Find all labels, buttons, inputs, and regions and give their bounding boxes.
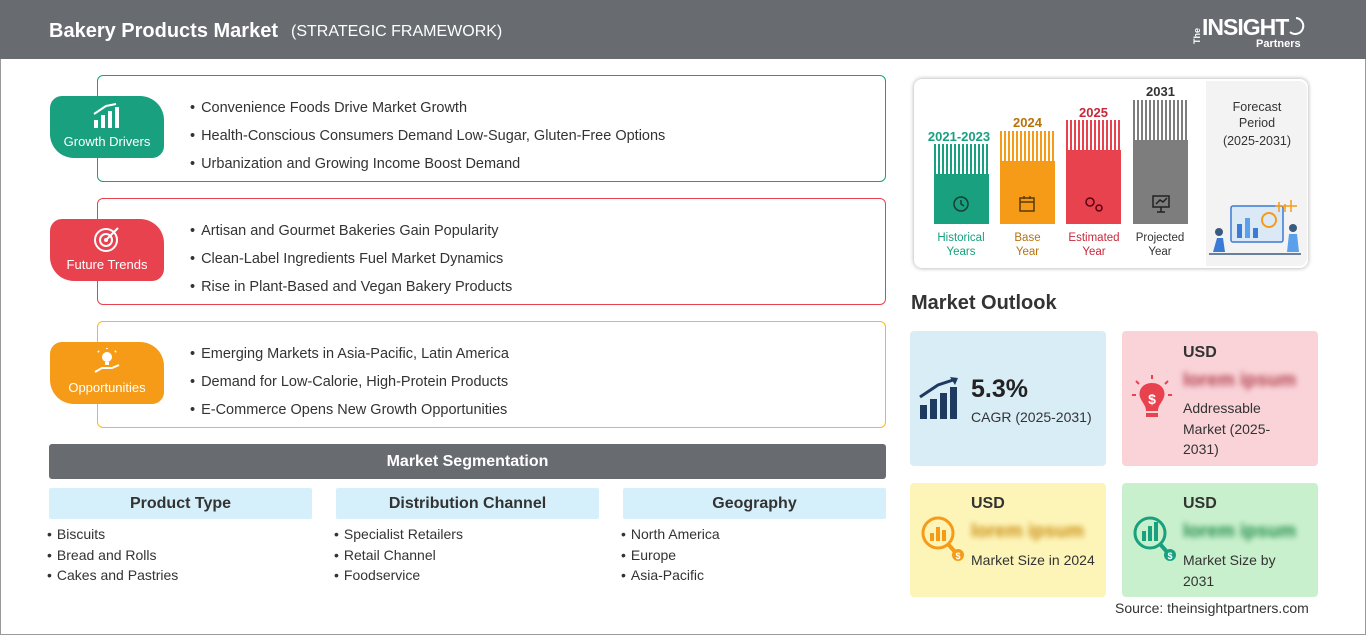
logo-partners: Partners bbox=[1256, 38, 1301, 50]
page-title: Bakery Products Market bbox=[49, 20, 278, 42]
growth-drivers-card: Convenience Foods Drive Market Growth He… bbox=[97, 75, 886, 182]
size-2024-value-blurred: lorem ipsum bbox=[971, 521, 1084, 542]
segment-heading-product-type: Product Type bbox=[49, 488, 312, 519]
cagr-box: 5.3% CAGR (2025-2031) bbox=[910, 331, 1106, 466]
list-item: North America bbox=[621, 524, 720, 545]
list-item: Rise in Plant-Based and Vegan Bakery Pro… bbox=[190, 273, 512, 301]
market-size-2024-box: $ USD lorem ipsum Market Size in 2024 bbox=[910, 483, 1106, 597]
market-size-2031-box: $ USD lorem ipsum Market Size by 2031 bbox=[1122, 483, 1318, 597]
svg-text:$: $ bbox=[1148, 391, 1156, 407]
list-item: Cakes and Pastries bbox=[47, 565, 178, 586]
list-item: Convenience Foods Drive Market Growth bbox=[190, 94, 665, 122]
cagr-growth-icon bbox=[919, 377, 958, 419]
lightbulb-dollar-icon: $ bbox=[1132, 375, 1172, 417]
list-item: Health-Conscious Consumers Demand Low-Su… bbox=[190, 122, 665, 150]
size-2031-value-blurred: lorem ipsum bbox=[1183, 521, 1296, 542]
growth-drivers-list: Convenience Foods Drive Market Growth He… bbox=[190, 94, 665, 178]
list-item: Retail Channel bbox=[334, 545, 463, 566]
size-2031-currency: USD bbox=[1183, 495, 1217, 512]
future-trends-card: Artisan and Gourmet Bakeries Gain Popula… bbox=[97, 198, 886, 305]
market-outlook-title: Market Outlook bbox=[911, 292, 1057, 314]
list-item: Urbanization and Growing Income Boost De… bbox=[190, 150, 665, 178]
growth-drivers-badge: Growth Drivers bbox=[50, 96, 164, 158]
addressable-value-blurred: lorem ipsum bbox=[1183, 370, 1296, 391]
addressable-currency: USD bbox=[1183, 344, 1217, 361]
calendar-icon bbox=[1019, 196, 1035, 212]
page-subtitle: (STRATEGIC FRAMEWORK) bbox=[291, 23, 503, 40]
forecast-line-2: Period bbox=[1238, 116, 1276, 130]
list-item: Foodservice bbox=[334, 565, 463, 586]
future-trends-label: Future Trends bbox=[66, 257, 148, 272]
future-trends-list: Artisan and Gourmet Bakeries Gain Popula… bbox=[190, 217, 512, 301]
product-type-list: Biscuits Bread and Rolls Cakes and Pastr… bbox=[47, 524, 178, 586]
list-item: Bread and Rolls bbox=[47, 545, 178, 566]
list-item: Asia-Pacific bbox=[621, 565, 720, 586]
estimated-year-bar bbox=[1066, 120, 1121, 224]
addressable-label: Addressable Market (2025-2031) bbox=[1183, 400, 1271, 457]
forecast-line-3: (2025-2031) bbox=[1222, 134, 1292, 148]
list-item: Artisan and Gourmet Bakeries Gain Popula… bbox=[190, 217, 512, 245]
size-2031-label: Market Size by 2031 bbox=[1183, 552, 1276, 589]
svg-text:$: $ bbox=[955, 551, 960, 561]
year-label-base: 2024 bbox=[1013, 115, 1042, 130]
projection-board-icon bbox=[1152, 195, 1170, 213]
opportunities-badge: Opportunities bbox=[50, 342, 164, 404]
base-year-bar bbox=[1000, 131, 1055, 224]
magnifier-chart-icon: $ bbox=[921, 516, 964, 561]
addressable-market-box: $ USD lorem ipsum Addressable Market (20… bbox=[1122, 331, 1318, 466]
list-item: E-Commerce Opens New Growth Opportunitie… bbox=[190, 396, 509, 424]
opportunities-list: Emerging Markets in Asia-Pacific, Latin … bbox=[190, 340, 509, 424]
market-segmentation-header: Market Segmentation bbox=[49, 444, 886, 479]
size-2024-label: Market Size in 2024 bbox=[971, 552, 1095, 568]
list-item: Demand for Low-Calorie, High-Protein Pro… bbox=[190, 368, 509, 396]
list-item: Emerging Markets in Asia-Pacific, Latin … bbox=[190, 340, 509, 368]
header-bar: Bakery Products Market (STRATEGIC FRAMEW… bbox=[0, 0, 1366, 59]
analyst-dashboard-icon bbox=[1209, 200, 1301, 255]
opportunities-card: Emerging Markets in Asia-Pacific, Latin … bbox=[97, 321, 886, 428]
list-item: Specialist Retailers bbox=[334, 524, 463, 545]
list-item: Clean-Label Ingredients Fuel Market Dyna… bbox=[190, 245, 512, 273]
logo-insight: INSIGHT bbox=[1202, 14, 1289, 40]
idea-hand-icon bbox=[94, 348, 120, 373]
target-icon bbox=[94, 227, 119, 252]
year-label-historical: 2021-2023 bbox=[927, 129, 991, 144]
insight-partners-logo[interactable]: The INSIGHT Partners bbox=[1192, 10, 1310, 52]
history-clock-icon bbox=[953, 196, 969, 212]
label-historical-years: Historical Years bbox=[937, 232, 985, 258]
svg-text:$: $ bbox=[1167, 551, 1172, 561]
source-credit[interactable]: Source: theinsightpartners.com bbox=[1115, 600, 1309, 616]
year-label-estimated: 2025 bbox=[1079, 105, 1108, 120]
segment-heading-distribution-channel: Distribution Channel bbox=[336, 488, 599, 519]
cagr-label: CAGR (2025-2031) bbox=[971, 409, 1092, 425]
segment-heading-geography: Geography bbox=[623, 488, 886, 519]
distribution-channel-list: Specialist Retailers Retail Channel Food… bbox=[334, 524, 463, 586]
historical-years-bar bbox=[934, 144, 989, 224]
magnifier-growth-icon: $ bbox=[1133, 516, 1176, 561]
logo-arc-icon bbox=[1289, 17, 1305, 35]
label-base-year: Base Year bbox=[1014, 232, 1041, 258]
geography-list: North America Europe Asia-Pacific bbox=[621, 524, 720, 586]
list-item: Europe bbox=[621, 545, 720, 566]
year-label-projected: 2031 bbox=[1146, 84, 1175, 99]
growth-chart-icon bbox=[93, 103, 119, 128]
future-trends-badge: Future Trends bbox=[50, 219, 164, 281]
size-2024-currency: USD bbox=[971, 495, 1005, 512]
list-item: Biscuits bbox=[47, 524, 178, 545]
forecast-period-text: Forecast Period (2025-2031) bbox=[1212, 99, 1302, 149]
cagr-value: 5.3% bbox=[971, 375, 1028, 403]
forecast-line-1: Forecast bbox=[1232, 100, 1282, 114]
label-estimated-year: Estimated Year bbox=[1068, 232, 1120, 258]
estimate-gears-icon bbox=[1085, 197, 1103, 212]
label-projected-year: Projected Year bbox=[1135, 232, 1185, 258]
opportunities-label: Opportunities bbox=[68, 380, 146, 395]
growth-drivers-label: Growth Drivers bbox=[63, 134, 151, 149]
